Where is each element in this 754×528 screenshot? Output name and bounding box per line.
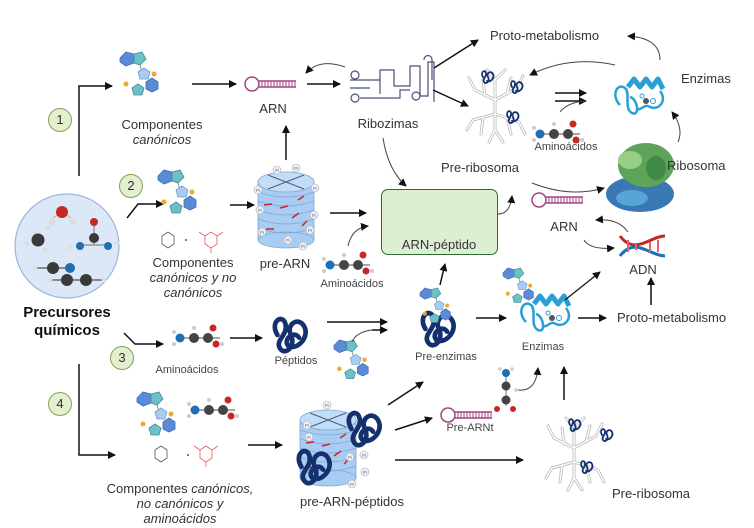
arrow	[671, 111, 681, 143]
arrow	[347, 222, 369, 247]
amino-acid-on-trna-icon	[494, 367, 518, 412]
arrow	[529, 61, 616, 76]
arrow	[439, 263, 448, 286]
arrow	[531, 182, 605, 194]
route-2-badge: 2	[119, 174, 143, 198]
arrow	[517, 367, 542, 391]
arn-peptido-label: ARN-péptido	[401, 237, 477, 252]
canonical-nucleotides-icon	[136, 391, 176, 436]
amino-acid-molecule-icon	[186, 395, 240, 421]
pre-arn-label: pre-ARN	[259, 256, 311, 271]
noncanonical-bases-icon	[161, 231, 224, 253]
peptidos-label: Péptidos	[274, 355, 318, 367]
nucleotide-icon	[333, 339, 369, 380]
methane-molecule-icon	[24, 225, 51, 253]
ribosome-icon	[606, 143, 674, 212]
pre-enzimas-label: Pre-enzimas	[415, 351, 477, 363]
arrow	[432, 89, 469, 107]
route-2-label-italic-1: canónicos y no	[149, 270, 237, 285]
arrow	[351, 329, 373, 343]
pre-ribosome-icon	[544, 416, 614, 492]
ribozimas-label: Ribozimas	[357, 116, 419, 131]
enzyme-icon	[615, 79, 663, 114]
pre-ribosoma-label-bottom: Pre-ribosoma	[612, 486, 691, 501]
route-4-label-line3: aminoácidos	[143, 511, 217, 526]
arrow	[305, 63, 346, 74]
proto-metabolismo-label-mid: Proto-metabolismo	[617, 310, 727, 325]
nucleotide-icon	[502, 267, 534, 303]
pre-ribosome-icon	[465, 68, 527, 144]
water-molecule-icon	[48, 206, 77, 226]
arrow	[559, 100, 587, 113]
route-4-label-normal: Componentes	[106, 481, 192, 496]
arrow	[595, 215, 629, 233]
arn-peptido-box	[381, 189, 498, 255]
arrow	[387, 381, 424, 406]
route-4-label-italic: canónicos,	[191, 481, 254, 496]
proto-metabolismo-label-top: Proto-metabolismo	[490, 28, 600, 43]
precursor-circle	[14, 193, 120, 299]
amino-acid-molecule-icon	[321, 250, 375, 276]
ribosoma-label: Ribosoma	[667, 158, 726, 173]
arrow	[627, 32, 661, 61]
arrow	[433, 39, 479, 69]
precursors-label-line2: químicos	[34, 322, 100, 339]
route-3-label: Aminoácidos	[155, 364, 219, 376]
route-1-label-italic: canónicos	[132, 132, 192, 147]
pre-arnt-label: Pre-ARNt	[446, 422, 494, 434]
arrow	[382, 137, 407, 187]
route-arrows	[78, 82, 164, 459]
arrow	[583, 239, 615, 253]
acetylene-molecule-icon	[47, 274, 107, 286]
arrow	[394, 416, 433, 431]
route-1-label: Componentes	[121, 117, 203, 132]
route-2-label: Componentes	[152, 255, 234, 270]
pre-arn-peptidos-label: pre-ARN-péptidos	[299, 494, 405, 509]
dna-double-helix-icon	[618, 234, 666, 258]
enzimas-label-top: Enzimas	[681, 71, 731, 86]
route-2-label-italic-2: canónicos	[163, 285, 223, 300]
arn-hairpin-icon	[244, 76, 297, 92]
amino-acid-molecule-icon	[171, 323, 225, 349]
route-4-label-line2: no canónicos y	[136, 496, 224, 511]
aminoacidos-label-mid: Aminoácidos	[320, 278, 384, 290]
route-4-label-line1: Componentes canónicos,	[107, 481, 254, 496]
ribozyme-icon	[350, 54, 435, 103]
canonical-nucleotides-icon	[119, 51, 159, 96]
route-4-badge: 4	[48, 392, 72, 416]
peptide-icon	[275, 319, 306, 351]
aminoacidos-label-top: Aminoácidos	[534, 141, 598, 153]
pre-ribosoma-label-top: Pre-ribosoma	[440, 160, 520, 175]
arrow	[497, 195, 516, 215]
enzimas-label-mid: Enzimas	[521, 341, 565, 353]
canonical-nucleotides-icon	[157, 169, 197, 214]
urea-molecule-icon	[67, 218, 120, 250]
arn-label-top: ARN	[259, 101, 287, 116]
arn-label-right: ARN	[550, 219, 578, 234]
route-1-badge: 1	[48, 108, 72, 132]
enzyme-icon	[521, 296, 569, 331]
arrow	[564, 271, 601, 301]
pre-arn-stack-icon	[253, 163, 320, 251]
pre-arn-peptide-stack-icon	[299, 400, 380, 489]
arn-hairpin-icon	[531, 192, 584, 208]
adn-label: ADN	[629, 262, 657, 277]
precursors-label-line1: Precursores	[23, 304, 111, 321]
noncanonical-bases-icon	[154, 445, 219, 467]
hydrogen-cyanide-molecule-icon	[32, 262, 75, 274]
arn-hairpin-icon	[440, 407, 493, 423]
route-3-badge: 3	[110, 346, 134, 370]
